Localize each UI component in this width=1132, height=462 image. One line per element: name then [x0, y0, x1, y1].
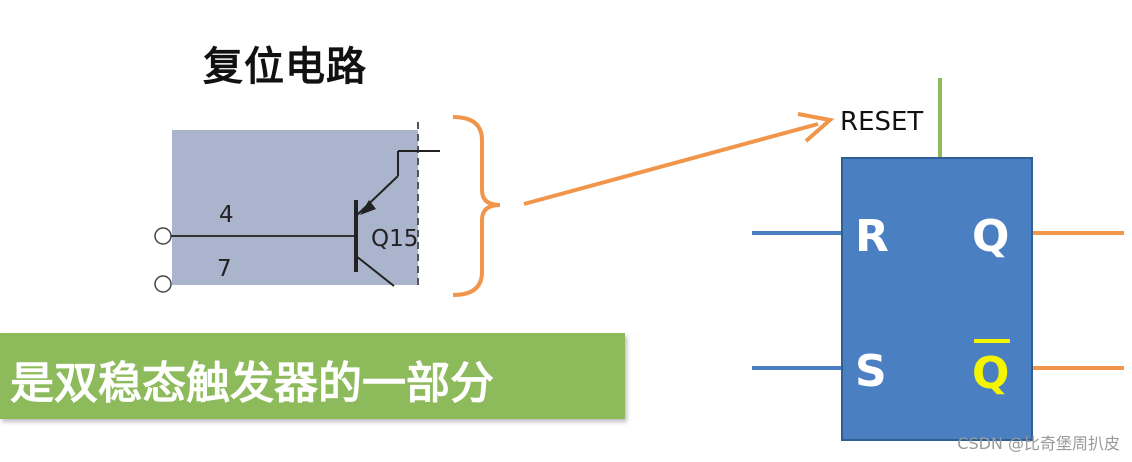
page-title: 复位电路 — [203, 44, 367, 90]
pin-4-terminal — [154, 227, 172, 245]
reset-label: RESET — [840, 107, 923, 137]
s-label: S — [855, 346, 887, 397]
pin-7-label: 7 — [217, 256, 232, 282]
caption-text: 是双稳态触发器的一部分 — [10, 358, 494, 409]
transistor-emitter — [355, 175, 399, 217]
orange-brace — [452, 115, 501, 297]
pin-7-terminal — [154, 275, 172, 293]
transistor-label: Q15 — [371, 226, 418, 252]
pointer-arrow-head — [797, 112, 835, 143]
watermark: CSDN @比奇堡周扒皮 — [957, 434, 1120, 453]
flipflop-block — [841, 157, 1033, 441]
pin-4-label: 4 — [219, 202, 234, 228]
circuit-background — [172, 130, 418, 285]
qbar-label: Q — [972, 348, 1009, 399]
caption-banner: 是双稳态触发器的一部分 — [0, 333, 625, 419]
pointer-arrow-line — [523, 122, 819, 206]
r-label: R — [855, 211, 889, 262]
q-label: Q — [972, 211, 1009, 262]
emitter-arrow — [360, 200, 376, 215]
transistor-collector — [355, 255, 395, 287]
